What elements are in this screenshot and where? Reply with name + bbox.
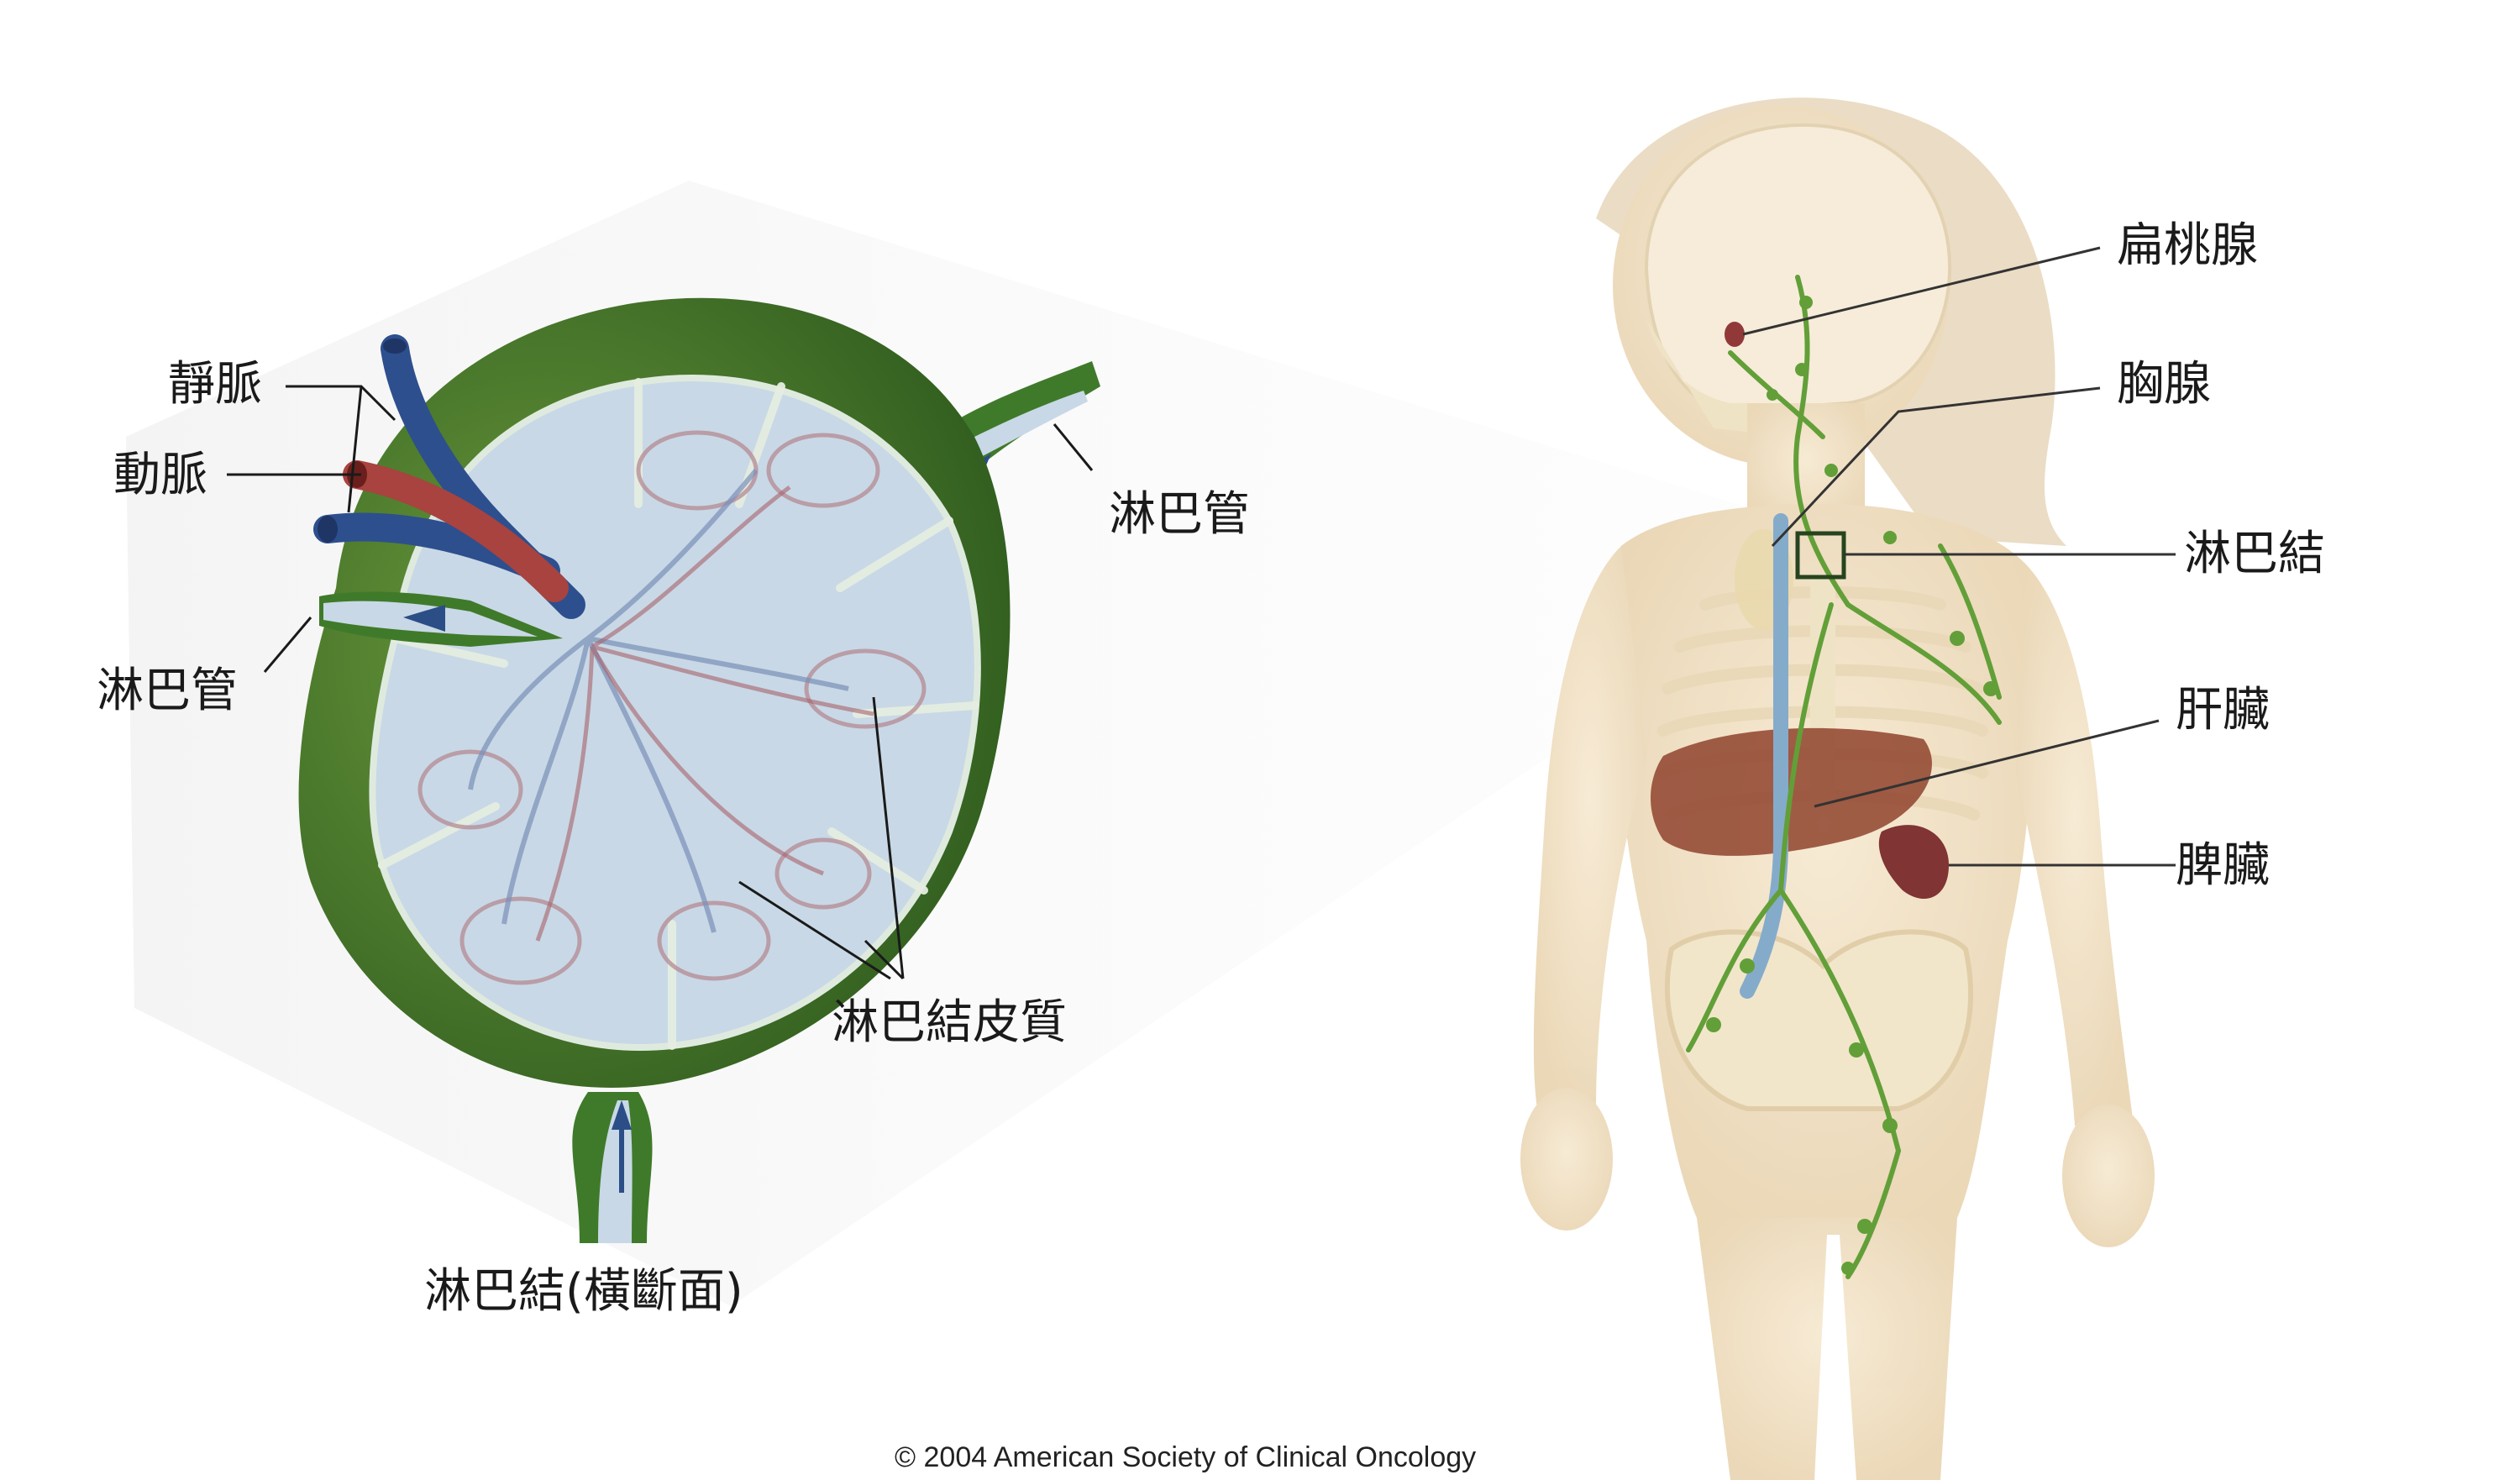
- liver-leader: [1814, 719, 2160, 808]
- label-liver: 肝臟: [2176, 683, 2270, 737]
- pelvis: [1664, 929, 1974, 1111]
- lymph-node-cross-section: [298, 297, 1100, 1243]
- label-lymph-node: 淋巴結: [2184, 527, 2325, 581]
- left-arm: [1533, 546, 1646, 1109]
- thymus-leader: [1771, 386, 2101, 548]
- copyright-notice: © 2004 American Society of Clinical Onco…: [895, 1441, 1477, 1473]
- label-tonsil: 扁桃腺: [2117, 218, 2258, 273]
- label-vein: 靜脈: [168, 357, 262, 412]
- right-arm: [2016, 563, 2134, 1126]
- cortex-leader: [872, 696, 905, 979]
- lymph-vessel-right-leader: [1053, 423, 1094, 471]
- tonsil-leader: [1742, 246, 2101, 336]
- label-lymph-node-cross-section: 淋巴結(橫斷面): [424, 1264, 743, 1319]
- label-spleen: 脾臟: [2176, 838, 2270, 893]
- child-figure: [1520, 97, 2155, 1480]
- label-lymph-node-cortex: 淋巴結皮質: [832, 995, 1067, 1050]
- spleen-organ: [1878, 825, 1949, 899]
- label-lymph-vessel-left: 淋巴管: [97, 664, 238, 718]
- label-lymph-vessel-right: 淋巴管: [1109, 487, 1250, 542]
- label-artery: 動脈: [113, 448, 207, 502]
- legs: [1697, 1218, 1957, 1480]
- tonsil-organ: [1725, 322, 1745, 347]
- lymph-vessel-left-leader: [263, 617, 312, 673]
- artery-vessel: [343, 460, 569, 602]
- label-thymus: 胸腺: [2117, 357, 2211, 412]
